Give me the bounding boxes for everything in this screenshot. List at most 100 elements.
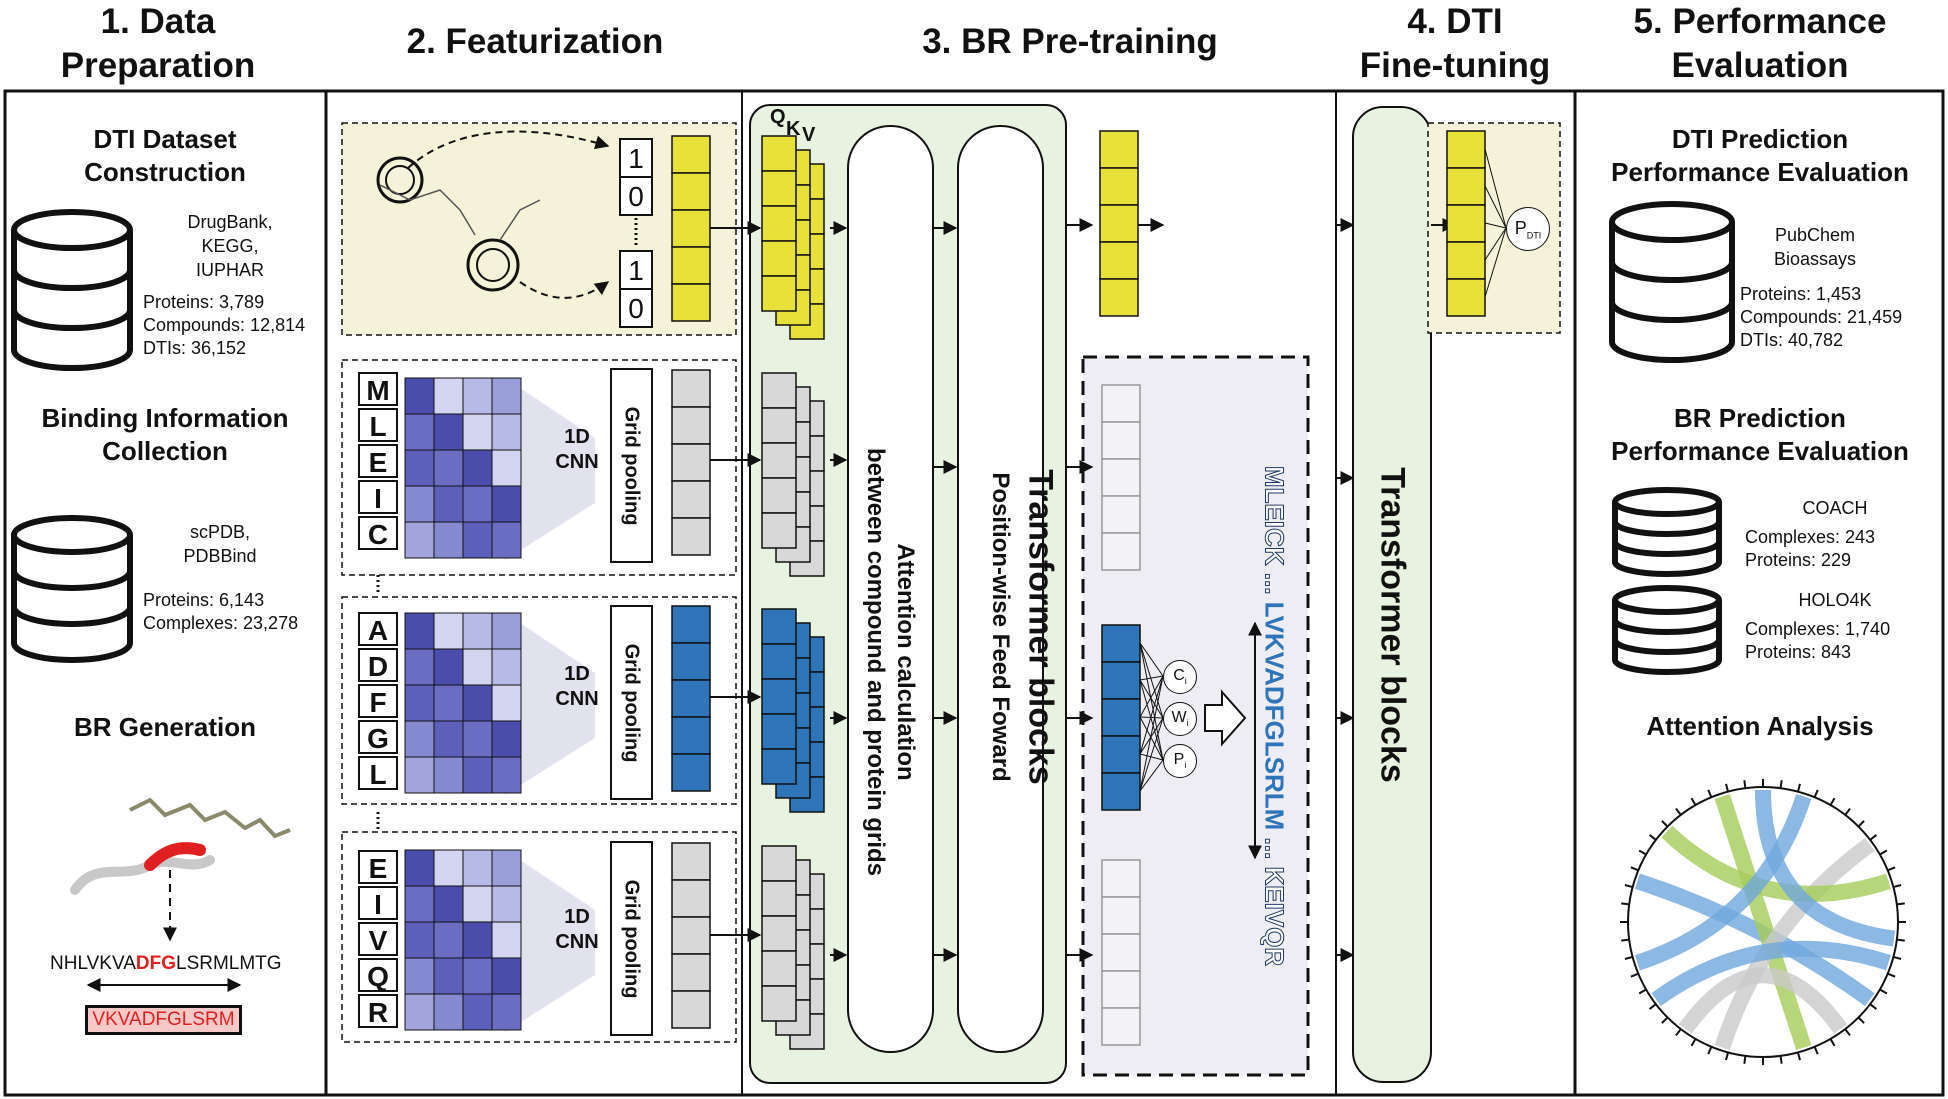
- embedding-grid-1-cell: [491, 449, 522, 487]
- ffn-box: [957, 125, 1044, 1053]
- coach-database-icon-body: [1612, 502, 1722, 577]
- chord-tick: [1638, 849, 1647, 856]
- protein-feature-cell-3: [671, 916, 711, 955]
- chord-tick: [1675, 807, 1682, 816]
- embedding-grid-1-cell: [462, 377, 493, 415]
- chord-tick: [1829, 1038, 1836, 1047]
- outer-frame: [3, 89, 1945, 1097]
- embedding-grid-2-cell: [491, 720, 522, 758]
- residue-letter-box: Q: [358, 958, 398, 992]
- classifier-edge: [1139, 716, 1164, 761]
- embedding-grid-2-cell: [404, 612, 435, 650]
- chord-tick: [1879, 849, 1888, 856]
- pretrain-protein3-output-cell: [1101, 859, 1141, 898]
- classifier-edge: [1139, 642, 1164, 719]
- embedding-grid-3-cell: [462, 921, 493, 959]
- finetune-compound-cell: [1446, 204, 1486, 243]
- holo4k-database-icon: [1612, 585, 1722, 675]
- grid-pooling-box-3: [610, 841, 653, 1036]
- chord-tick: [1707, 789, 1713, 798]
- chord-tick: [1675, 1028, 1682, 1037]
- chord-tick: [1779, 1055, 1783, 1064]
- embedding-grid-3-cell: [433, 849, 464, 887]
- embedding-grid-3-cell: [491, 885, 522, 923]
- chord-tick: [1896, 902, 1905, 906]
- binding-database-icon-band: [11, 570, 133, 591]
- dti-interactions-count: DTIs: 36,152: [143, 338, 247, 358]
- section-title-1: 1. Data Preparation: [60, 2, 256, 85]
- qkv-protein1-cell: [761, 372, 797, 409]
- k-label: K: [786, 118, 801, 140]
- embedding-grid-2-cell: [404, 684, 435, 722]
- chord-tick: [1743, 780, 1747, 789]
- pubchem-database-icon-band: [1609, 301, 1735, 323]
- chord-tick: [1725, 1052, 1730, 1061]
- embedding-grid-3-cell: [462, 849, 493, 887]
- embedding-grid-3-cell: [491, 957, 522, 995]
- dti-eval-heading: DTI Prediction Performance Evaluation: [1611, 124, 1909, 187]
- coach-database-icon-band: [1612, 541, 1722, 557]
- embedding-grid-3-cell: [433, 993, 464, 1031]
- residue-letter-box: D: [358, 648, 398, 682]
- embedding-grid-3-cell: [404, 993, 435, 1031]
- embedding-grid-1-cell: [491, 413, 522, 451]
- classifier-edge: [1139, 679, 1164, 719]
- pubchem-compounds: Compounds: 21,459: [1740, 307, 1903, 327]
- dti-database-icon-body: [11, 230, 133, 371]
- classifier-edge: [1139, 717, 1164, 792]
- qkv-compound-cell: [761, 135, 797, 172]
- qkv-compound-cell: [761, 240, 797, 277]
- onehot-bit: 0: [619, 176, 653, 216]
- embedding-grid-1-cell: [462, 485, 493, 523]
- dti-edge: [1484, 222, 1507, 229]
- holo4k-label: HOLO4K: [1798, 590, 1872, 610]
- residue-letter-box: R: [358, 994, 398, 1028]
- attention-analysis-heading: Attention Analysis: [1646, 711, 1874, 741]
- binding-region-ribbon: [144, 842, 206, 871]
- chord-tick: [1621, 938, 1630, 942]
- dti-proteins-count: Proteins: 3,789: [143, 292, 265, 312]
- protein-sequence: NHLVKVADFGLSRMLMTG: [50, 953, 282, 974]
- pubchem-dtis: DTIs: 40,782: [1740, 330, 1844, 350]
- pretrain-protein2-output-cell: [1101, 772, 1141, 811]
- chord-tick: [1648, 1003, 1657, 1010]
- classifier-edge: [1139, 759, 1164, 792]
- qkv-protein2-cell: [761, 678, 797, 715]
- pretrain-compound-output-cell: [1099, 278, 1139, 317]
- compound-bonds: [379, 184, 541, 241]
- pretrain-protein2-output-cell: [1101, 624, 1141, 663]
- pubchem-database-icon-top: [1609, 201, 1735, 243]
- pretrain-protein2-output-cell: [1101, 661, 1141, 700]
- holo4k-database-icon-top: [1612, 585, 1722, 615]
- chord-tick: [1624, 955, 1633, 960]
- embedding-grid-1-cell: [433, 485, 464, 523]
- protein-feature-cell-2: [671, 679, 711, 718]
- embedding-grid-3-cell: [462, 957, 493, 995]
- chord-tick: [1893, 955, 1902, 960]
- protein-feature-cell-2: [671, 605, 711, 644]
- chord-link: [1678, 967, 1848, 1034]
- embedding-grid-2-cell: [491, 612, 522, 650]
- chord-tick: [1796, 1052, 1801, 1061]
- qkv-compound-cell: [761, 205, 797, 242]
- atom-circle-2-inner: [476, 248, 510, 282]
- embedding-grid-1-cell: [404, 485, 435, 523]
- residue-letter-box: C: [358, 516, 398, 550]
- embedding-grid-3-cell: [404, 885, 435, 923]
- chord-tick: [1829, 797, 1836, 806]
- classifier-edge: [1139, 642, 1164, 677]
- chord-tick: [1707, 1046, 1713, 1055]
- residue-letter-box: G: [358, 720, 398, 754]
- binding-proteins-count: Proteins: 6,143: [143, 590, 265, 610]
- chord-tick: [1896, 938, 1905, 942]
- residue-sequence-label: MLEICK ... LVKVADFGLSRLM ... KEIVQR: [1259, 465, 1290, 967]
- chord-tick: [1869, 1003, 1878, 1010]
- protein-feature-cell-3: [671, 879, 711, 918]
- holo4k-database-icon-band: [1612, 639, 1722, 655]
- chord-tick: [1857, 820, 1865, 828]
- dti-edge: [1484, 227, 1507, 261]
- protein-feature-cell-1: [671, 517, 711, 556]
- residue-letter-box: L: [358, 408, 398, 442]
- embedding-grid-2-cell: [404, 720, 435, 758]
- chord-tick: [1796, 783, 1801, 792]
